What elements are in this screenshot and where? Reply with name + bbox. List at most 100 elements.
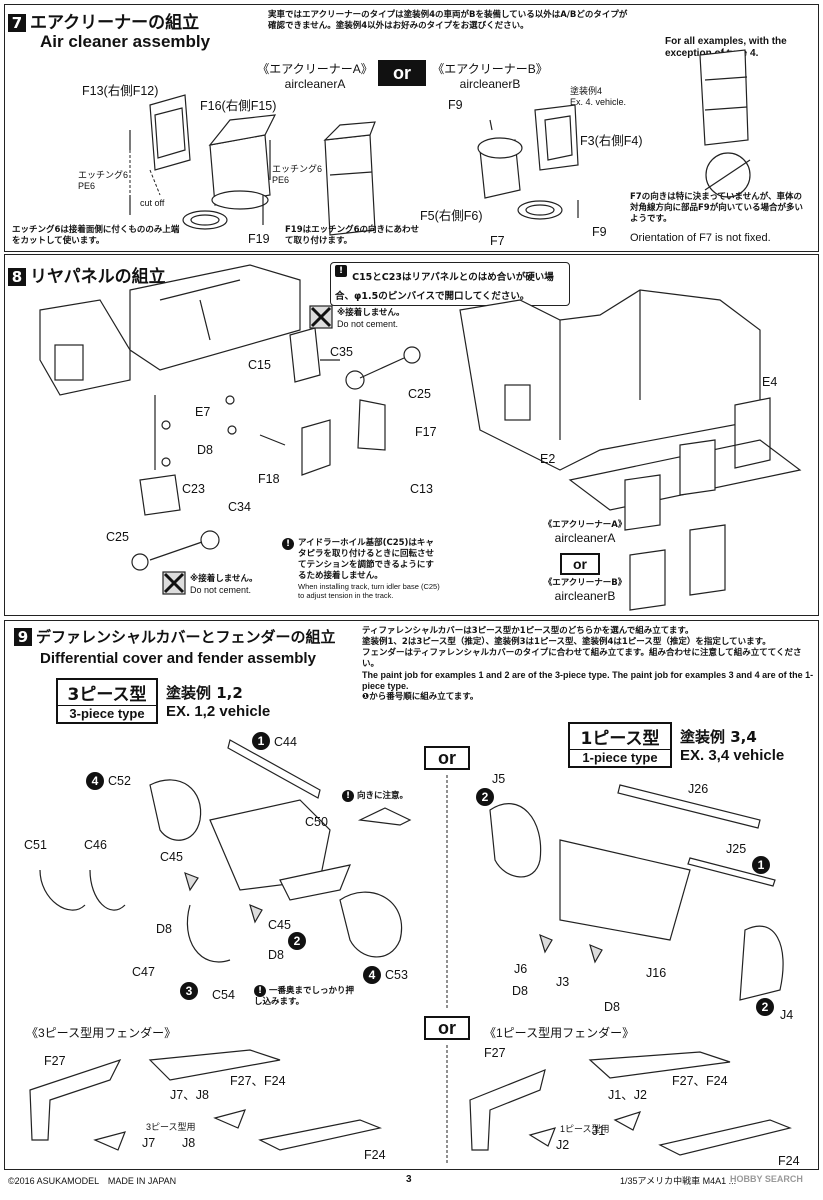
- step9-fender3-title: 《3ピース型用フェンダー》: [26, 1026, 177, 1040]
- fender1-label-f27: F27: [484, 1046, 506, 1060]
- step9-label-j5: J5: [492, 772, 506, 786]
- step9-note-jp-1: ティファレンシャルカバーは3ピース型か1ピース型のどちらかを選んで組み立てます。: [362, 626, 694, 636]
- step9-one-piece-jp: 1ピース型: [580, 729, 660, 749]
- step8-typeB-en: aircleanerB: [554, 589, 616, 603]
- step9-notes: ティファレンシャルカバーは3ピース型か1ピース型のどちらかを選んで組み立てます。…: [362, 626, 814, 703]
- fender1-label-j2: J2: [556, 1138, 570, 1152]
- step8-label-d8: D8: [197, 443, 213, 457]
- step7-typeA-jp: 《エアクリーナーA》: [257, 62, 373, 76]
- step8-typeA-jp: 《エアクリーナーA》: [543, 520, 627, 530]
- footer-scale: 1/35アメリカ中戦車 M4A1 ...: [620, 1176, 737, 1186]
- step9-three-piece-box: 3ピース型 3-piece type: [56, 678, 158, 724]
- step8-no-cement-top: ※接着しません。 Do not cement.: [337, 308, 405, 329]
- fender1-label-use1: 1ピース型用: [560, 1124, 610, 1134]
- step7-label-f3: F3(右側F4): [580, 134, 643, 148]
- step9-label-d8a: D8: [156, 922, 172, 936]
- step9-push-icon: !: [254, 985, 266, 997]
- step8-typeB-jp: 《エアクリーナーB》: [543, 578, 627, 588]
- step7-typeB-jp: 《エアクリーナーB》: [432, 62, 548, 76]
- fender3-label-j7j8: J7、J8: [170, 1088, 209, 1102]
- step8-no-cement-bottom-en: Do not cement.: [190, 585, 252, 595]
- step9-num-c44: 1: [252, 732, 270, 750]
- step9-number: 9: [14, 628, 32, 646]
- fender1-label-j1j2: J1、J2: [608, 1088, 647, 1102]
- footer-page-number: 3: [406, 1174, 412, 1185]
- step9-label-d8c: D8: [512, 984, 528, 998]
- step8-label-f17: F17: [415, 425, 437, 439]
- step8-idler-note-jp: アイドラーホイル基部(C25)はキャタピラを取り付けるときに回転させてテンション…: [298, 538, 435, 581]
- step7-typeA-label: 《エアクリーナーA》 aircleanerA: [250, 60, 380, 91]
- step7-f7-note-en: Orientation of F7 is not fixed.: [630, 232, 771, 244]
- step9-num-c47: 3: [180, 982, 198, 1000]
- step9-three-paint-jp: 塗装例 1,2: [166, 684, 243, 702]
- step9-label-c53: C53: [385, 968, 408, 982]
- step7-number: 7: [8, 14, 26, 32]
- step9-one-paint: 塗装例 3,4 EX. 3,4 vehicle: [680, 726, 784, 764]
- step9-one-piece-box: 1ピース型 1-piece type: [568, 722, 672, 768]
- step9-num-c45: 2: [288, 932, 306, 950]
- fender1-label-f27f24: F27、F24: [672, 1074, 728, 1088]
- step7-typeB-label: 《エアクリーナーB》 aircleanerB: [425, 60, 555, 91]
- step9-label-c50: C50: [305, 815, 328, 829]
- step9-title-jp: デファレンシャルカバーとフェンダーの組立: [36, 628, 336, 646]
- step7-title-en: Air cleaner assembly: [40, 32, 211, 51]
- step9-note-en-1: The paint job for examples 1 and 2 are o…: [362, 670, 814, 691]
- step7-or-badge: or: [378, 60, 426, 86]
- step8-typeA-en: aircleanerA: [554, 531, 616, 545]
- fender3-label-j7: J7: [142, 1136, 156, 1150]
- step9-label-j25: J25: [726, 842, 747, 856]
- step7-typeA-en: aircleanerA: [284, 77, 346, 91]
- step8-label-f18: F18: [258, 472, 280, 486]
- step9-label-c47: C47: [132, 965, 155, 979]
- step9-num-j25: 1: [752, 856, 770, 874]
- step8-typeA-label: 《エアクリーナーA》 aircleanerA: [530, 520, 640, 545]
- step7-label-f9-top: F9: [448, 98, 463, 112]
- footer-copyright: ©2016 ASUKAMODEL MADE IN JAPAN: [8, 1176, 177, 1186]
- step9-three-piece-en: 3-piece type: [58, 705, 156, 721]
- step9-one-paint-en: EX. 3,4 vehicle: [680, 747, 785, 764]
- step9-label-j16: J16: [646, 966, 667, 980]
- step9-note-order: ❶から番号順に組み立てます。: [362, 692, 479, 702]
- step7-label-cut-off: cut off: [140, 198, 165, 208]
- step8-typeB-label: 《エアクリーナーB》 aircleanerB: [530, 578, 640, 603]
- step7-label-etching-left: エッチング6 PE6: [78, 170, 129, 191]
- step9-num-c53: 4: [363, 966, 381, 984]
- step7-f19-note: F19はエッチング6の向きにあわせて取り付けます。: [285, 225, 420, 246]
- step8-label-e2: E2: [540, 452, 556, 466]
- step9-note-jp-2: 塗装例1、2は3ピース型（推定）、塗装例3は1ピース型、塗装例4は1ピース型（推…: [362, 637, 771, 647]
- step8-label-c13: C13: [410, 482, 433, 496]
- step9-direction-note: ! 向きに注意。: [342, 790, 408, 802]
- step9-label-j26: J26: [688, 782, 709, 796]
- step9-push-note: ! 一番奥までしっかり押し込みます。: [254, 985, 354, 1008]
- step9-or-bottom: or: [424, 1016, 470, 1040]
- step9-label-d8b: D8: [268, 948, 284, 962]
- step9-label-c54: C54: [212, 988, 235, 1002]
- step8-label-c25-top: C25: [408, 387, 431, 401]
- step8-title-jp: リヤパネルの組立: [30, 267, 166, 287]
- fender1-label-f24: F24: [778, 1154, 800, 1168]
- step9-label-d8d: D8: [604, 1000, 620, 1014]
- step9-num-c52: 4: [86, 772, 104, 790]
- step9-direction-icon: !: [342, 790, 354, 802]
- step9-note-jp-3: フェンダーはティファレンシャルカバーのタイプに合わせて組み立てます。組み合わせに…: [362, 648, 802, 669]
- step9-num-j4: 2: [756, 998, 774, 1016]
- step8-no-cement-bottom: ※接着しません。 Do not cement.: [190, 574, 258, 595]
- step7-section: [4, 4, 819, 252]
- step8-idler-warning-icon: !: [282, 538, 294, 550]
- step8-label-e7: E7: [195, 405, 211, 419]
- step9-label-c45b: C45: [268, 918, 291, 932]
- step8-idler-note: ! アイドラーホイル基部(C25)はキャタピラを取り付けるときに回転させてテンシ…: [282, 538, 442, 600]
- step7-note-jp: 実車ではエアクリーナーのタイプは塗装例4の車両がBを装備している以外はA/Bどの…: [268, 10, 628, 31]
- step8-warning-icon: !: [335, 265, 347, 277]
- step7-label-f5: F5(右側F6): [420, 209, 483, 223]
- step8-warning-text: C15とC23はリアパネルとのはめ合いが硬い場合、φ1.5のピンバイスで開口して…: [335, 272, 554, 302]
- step7-label-paint4: 塗装例4 Ex. 4. vehicle.: [570, 86, 627, 107]
- step7-label-f16: F16(右側F15): [200, 99, 277, 113]
- step8-idler-note-en: When installing track, turn idler base (…: [298, 582, 440, 600]
- step9-direction-text: 向きに注意。: [356, 791, 408, 801]
